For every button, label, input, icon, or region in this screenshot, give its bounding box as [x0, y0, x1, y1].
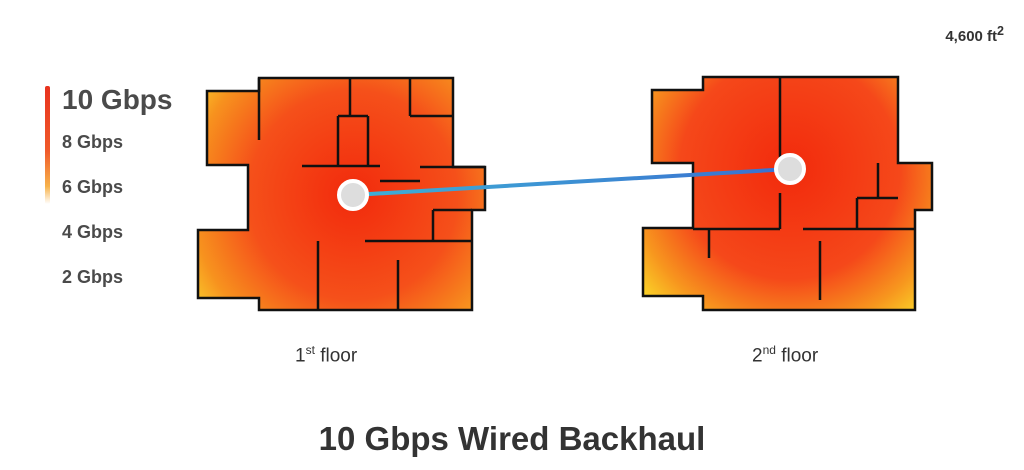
legend-label-10: 10 Gbps	[62, 84, 173, 115]
floor-2-plan	[641, 75, 934, 312]
legend-label-4: 4 Gbps	[62, 222, 124, 242]
router-floor-2	[774, 153, 806, 185]
legend-label-6: 6 Gbps	[62, 177, 124, 197]
wired-backhaul-cable	[352, 167, 791, 197]
floor-1-label: 1st floor	[295, 343, 357, 367]
floor-1-num: 1	[295, 345, 306, 367]
page-title: 10 Gbps Wired Backhaul	[318, 420, 706, 457]
floor-2-text: floor	[775, 345, 819, 367]
floor-2-label: 2nd floor	[752, 343, 818, 367]
floor-1-sup: st	[305, 343, 315, 357]
floor-2-num: 2	[752, 345, 763, 367]
legend-label-8: 8 Gbps	[62, 132, 124, 152]
legend-label-2: 2 Gbps	[62, 267, 124, 287]
area-value: 4,600 ft	[945, 28, 998, 45]
legend-gradient-bar	[45, 86, 50, 204]
area-label: 4,600 ft2	[945, 24, 1004, 45]
router-floor-1	[337, 179, 369, 211]
floor-2-sup: nd	[762, 343, 776, 357]
floor-1-text: floor	[314, 345, 358, 367]
area-unit-sup: 2	[997, 24, 1004, 38]
